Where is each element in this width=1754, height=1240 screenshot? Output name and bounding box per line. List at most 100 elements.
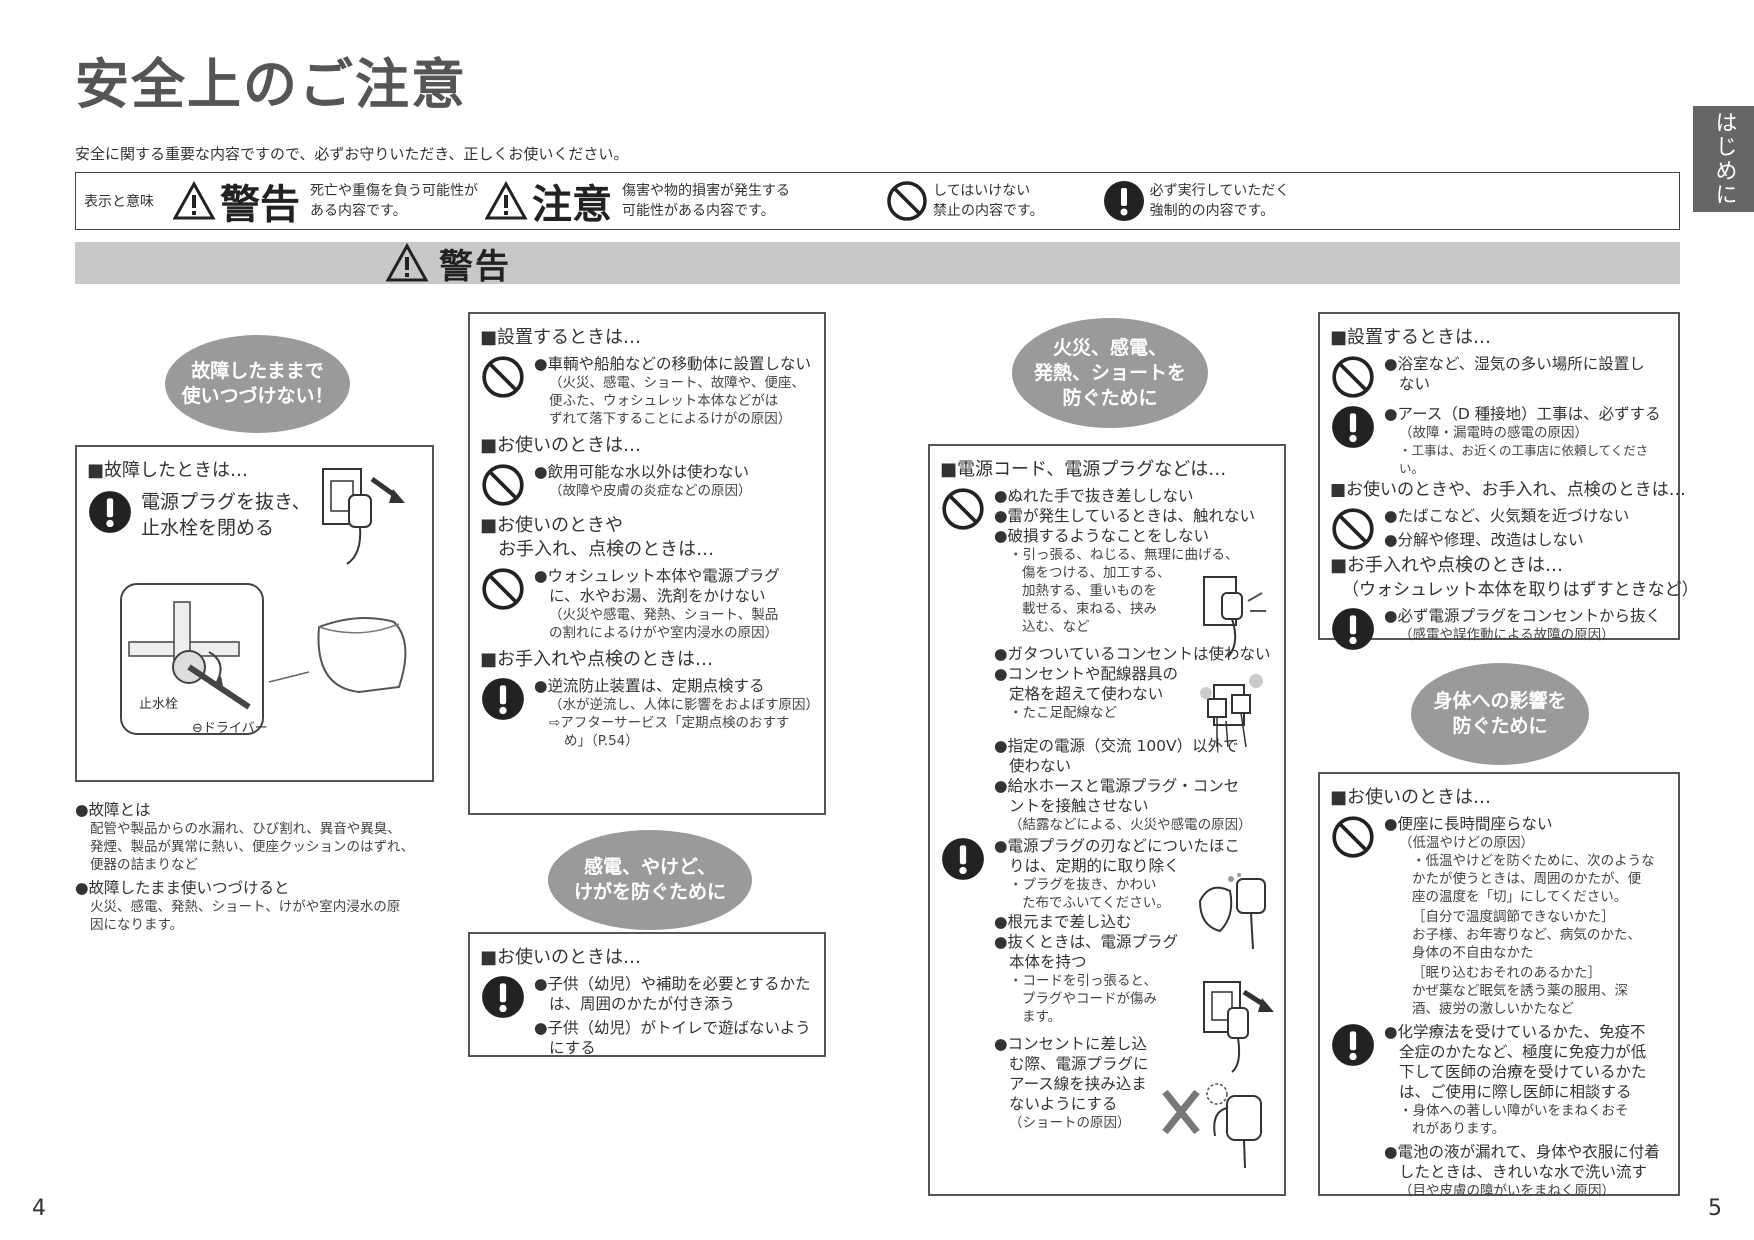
page-number-right: 5 — [1708, 1196, 1722, 1221]
plug-cleaning-illustration — [1198, 873, 1266, 950]
prohibit-icon — [1332, 508, 1374, 550]
item-note: （火災、感電、ショート、故障や、便座、 — [549, 375, 805, 391]
mandatory-icon — [482, 976, 524, 1018]
section-heading: ■お手入れや点検のときは… — [480, 649, 714, 670]
legend-warning: 警告 死亡や重傷を負う可能性がある内容です。 — [172, 172, 478, 230]
note-text: 火災、感電、発熱、ショート、けがや室内浸水の原 — [90, 899, 401, 915]
item-note: （火災や感電、発熱、ショート、製品 — [549, 607, 779, 623]
item-note: ［自分で温度調節できないかた］ — [1412, 909, 1615, 925]
warning-triangle-icon — [385, 243, 429, 282]
prohibit-item: ●破損するようなことをしない — [994, 527, 1210, 545]
instruction-text: 止水栓を閉める — [141, 517, 275, 539]
prohibit-icon — [482, 464, 524, 506]
prohibit-icon — [482, 568, 524, 610]
installation-usage-box: ■設置するときは… ●車輌や船舶などの移動体に設置しない （火災、感電、ショート… — [468, 312, 826, 815]
item-note: （ショートの原因） — [1009, 1115, 1131, 1131]
item-note: ・工事は、お近くの工事店に依頼してください。 — [1399, 443, 1649, 476]
oval-text: 感電、やけど、 — [583, 856, 717, 878]
legend-caution-word: 注意 — [532, 182, 612, 228]
power-cord-box: ■電源コード、電源プラグなどは… ●ぬれた手で抜き差ししない ●雷が発生している… — [928, 444, 1286, 1196]
mandatory-item: にする — [549, 1039, 596, 1057]
item-note: ずれて落下することによるけがの原因） — [549, 411, 792, 427]
mandatory-item: ●逆流防止装置は、定期点検する — [534, 677, 765, 695]
prohibit-item: ●車輌や船舶などの移動体に設置しない — [534, 355, 812, 373]
prohibit-item: 使わない — [1009, 757, 1072, 775]
section-heading: ■お使いのときは… — [480, 435, 642, 456]
item-note: め」（P.54） — [564, 733, 639, 749]
prohibit-icon — [942, 488, 984, 530]
note-text: 便器の詰まりなど — [90, 857, 198, 873]
legend-mandatory-desc: 必ず実行していただく — [1149, 183, 1290, 199]
oval-label-fire-prevention: 火災、感電、発熱、ショートを防ぐために — [1012, 318, 1208, 428]
earth-wire-pinched-illustration — [1162, 1083, 1262, 1169]
prohibit-item: ●雷が発生しているときは、触れない — [994, 507, 1256, 525]
item-note: （低温やけどの原因） — [1399, 835, 1534, 851]
item-note: （結露などによる、火災や感電の原因） — [1009, 817, 1252, 833]
oval-text: 使いつづけない！ — [181, 385, 334, 407]
section-heading: ■設置するときは… — [1330, 327, 1492, 348]
note-text: 因になります。 — [90, 917, 184, 933]
item-note: 傷をつける、加工する、 — [1022, 565, 1171, 581]
prohibit-item: ●たばこなど、火気類を近づけない — [1384, 507, 1630, 525]
mandatory-item: ●必ず電源プラグをコンセントから抜く — [1384, 607, 1662, 625]
section-heading: ■お使いのときや、お手入れ、点検のときは… — [1330, 480, 1686, 500]
mandatory-icon — [1103, 181, 1144, 221]
section-heading: ■お使いのときは… — [480, 947, 642, 968]
mandatory-item: 本体を持つ — [1009, 953, 1087, 971]
prohibit-item: ●浴室など、湿気の多い場所に設置し — [1384, 355, 1645, 373]
oval-text: 身体への影響を — [1433, 690, 1567, 712]
item-note: （水が逆流し、人体に影響をおよぼす原因） — [549, 697, 819, 713]
oval-label-body-effects: 身体への影響を防ぐために — [1411, 663, 1589, 765]
warning-banner: 警告 — [75, 242, 1680, 287]
prohibit-item: ●飲用可能な水以外は使わない — [534, 463, 750, 481]
unplug-hold-illustration — [1203, 981, 1274, 1073]
driver-label: ⊖ドライバー — [192, 721, 268, 736]
note-heading: ●故障したまま使いつづけると — [75, 879, 290, 897]
prohibit-icon — [482, 356, 524, 398]
legend-prohibit: してはいけない禁止の内容です。 — [885, 179, 1044, 223]
mandatory-item: は、周囲のかたが付き添う — [549, 995, 736, 1013]
item-note: ・たこ足配線など — [1009, 705, 1117, 721]
section-heading: ■電源コード、電源プラグなどは… — [940, 459, 1227, 480]
item-note: 載せる、束ねる、挟み — [1022, 601, 1157, 617]
item-note: かぜ薬など眠気を誘う薬の服用、深 — [1412, 983, 1628, 999]
mandatory-icon — [942, 838, 984, 880]
legend-prohibit-desc: 禁止の内容です。 — [933, 203, 1044, 219]
body-effects-box: ■お使いのときは… ●便座に長時間座らない （低温やけどの原因） ・低温やけどを… — [1318, 772, 1680, 1199]
oval-text: けがを防ぐために — [573, 881, 726, 903]
prohibit-item: ●分解や修理、改造はしない — [1384, 531, 1584, 549]
outlet-unplug-illustration — [322, 468, 405, 565]
oval-text: 火災、感電、 — [1052, 336, 1167, 359]
item-note: 加熱する、重いものを — [1022, 583, 1157, 599]
mandatory-icon — [482, 678, 524, 720]
prohibit-icon — [887, 181, 927, 221]
prohibit-icon — [1332, 356, 1374, 398]
item-note: プラグやコードが傷み — [1022, 991, 1157, 1007]
side-tab-introduction[interactable]: はじめに — [1693, 106, 1754, 212]
oval-text: 防ぐために — [1452, 715, 1548, 737]
legend-prohibit-desc: してはいけない — [933, 183, 1031, 199]
section-heading: ■設置するときは… — [480, 327, 642, 348]
page-title: 安全上のご注意 — [75, 53, 467, 116]
section-heading: ■お使いのときは… — [1330, 787, 1492, 808]
legend-mandatory: 必ず実行していただく強制的の内容です。 — [1102, 179, 1290, 223]
item-note: （故障・漏電時の感電の原因） — [1399, 425, 1588, 441]
intro-text: 安全に関する重要な内容ですので、必ずお守りいただき、正しくお使いください。 — [75, 145, 629, 163]
warning-triangle-icon — [172, 181, 216, 220]
section-heading: お手入れ、点検のときは… — [498, 539, 715, 560]
legend-mandatory-desc: 強制的の内容です。 — [1149, 203, 1275, 219]
malfunction-notes: ●故障とは 配管や製品からの水漏れ、ひび割れ、異音や異臭、 発煙、製品が異常に熱… — [75, 800, 445, 934]
prohibit-item: ●ウォシュレット本体や電源プラグ — [534, 567, 780, 585]
prohibit-item: ●ぬれた手で抜き差ししない — [994, 487, 1194, 505]
mandatory-item: りは、定期的に取り除く — [1009, 857, 1180, 875]
item-note: ・低温やけどを防ぐために、次のような — [1412, 853, 1655, 869]
prohibit-item: ●便座に長時間座らない — [1384, 815, 1553, 833]
mandatory-icon — [1332, 1024, 1374, 1066]
prohibit-item: 定格を超えて使わない — [1009, 685, 1164, 703]
damaged-plug-illustration — [1203, 576, 1266, 658]
instruction-text: 電源プラグを抜き、 — [141, 491, 311, 513]
water-valve-illustration — [120, 583, 407, 735]
item-note: 身体の不自由なかた — [1412, 945, 1534, 961]
page-number-left: 4 — [32, 1196, 46, 1221]
mandatory-item: 全症のかたなど、極度に免疫力が低 — [1399, 1043, 1647, 1061]
